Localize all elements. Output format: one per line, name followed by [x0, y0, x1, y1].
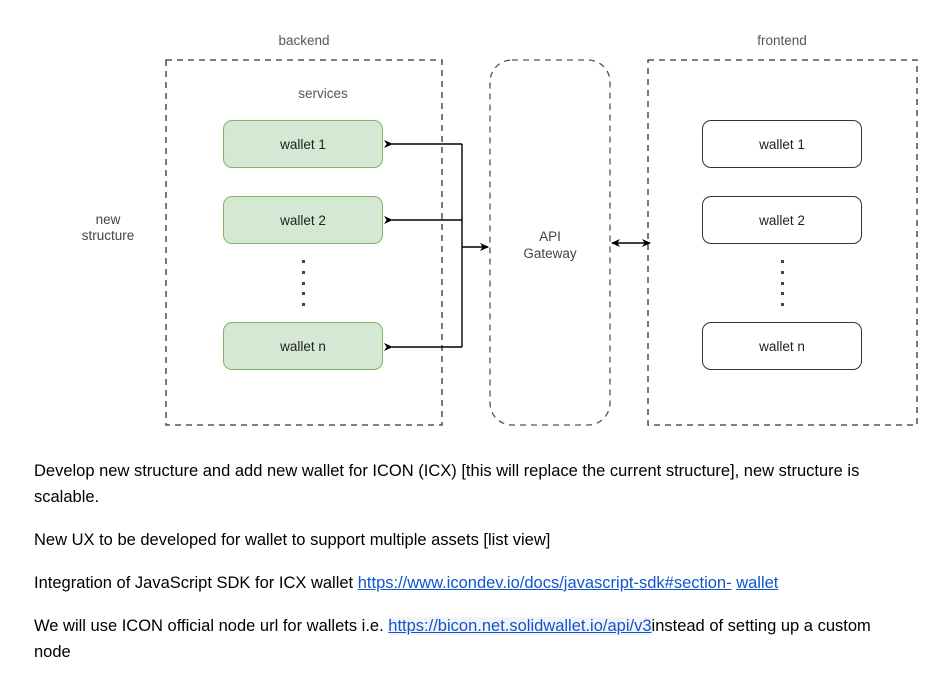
- backend-service-wallet-n[interactable]: wallet n: [223, 322, 383, 370]
- frontend-wallets-ellipsis: [780, 260, 784, 306]
- note-paragraph-1: Develop new structure and add new wallet…: [34, 462, 860, 506]
- backend-service-wallet-2-label: wallet 2: [280, 212, 326, 228]
- diagram-canvas: [165, 59, 918, 426]
- backend-zone-border: [165, 59, 443, 426]
- icon-node-url-link[interactable]: https://bicon.net.solidwallet.io/api/v3: [388, 617, 652, 635]
- note-paragraph-2: New UX to be developed for wallet to sup…: [34, 531, 551, 549]
- services-label: services: [298, 86, 348, 101]
- notes-section: Develop new structure and add new wallet…: [34, 458, 902, 665]
- api-gateway-label: API Gateway: [523, 229, 577, 261]
- frontend-wallet-1[interactable]: wallet 1: [702, 120, 862, 168]
- note-paragraph-4: We will use ICON official node url for w…: [34, 613, 902, 665]
- javascript-sdk-wallet-link[interactable]: wallet: [736, 574, 779, 592]
- javascript-sdk-link[interactable]: https://www.icondev.io/docs/javascript-s…: [357, 574, 732, 592]
- architecture-diagram: new structure backend frontend services …: [81, 33, 918, 426]
- backend-service-wallet-2[interactable]: wallet 2: [223, 196, 383, 244]
- backend-services-ellipsis: [301, 260, 305, 306]
- frontend-wallet-n-label: wallet n: [759, 338, 805, 354]
- frontend-wallet-1-label: wallet 1: [759, 136, 805, 152]
- frontend-wallet-n[interactable]: wallet n: [702, 322, 862, 370]
- gateway-zone-border: [489, 59, 611, 426]
- backend-service-wallet-1-label: wallet 1: [280, 136, 326, 152]
- note-paragraph-4-suffix: instead of setting up a custom node: [34, 617, 871, 661]
- new-structure-label: new structure: [81, 212, 135, 243]
- frontend-wallet-2[interactable]: wallet 2: [702, 196, 862, 244]
- frontend-zone-label: frontend: [757, 33, 807, 48]
- service-bus-connector: [384, 140, 489, 351]
- backend-zone-label: backend: [278, 33, 330, 48]
- note-paragraph-4-prefix: We will use ICON official node url for w…: [34, 617, 389, 635]
- backend-service-wallet-1[interactable]: wallet 1: [223, 120, 383, 168]
- frontend-zone-border: [647, 59, 918, 426]
- note-paragraph-3: Integration of JavaScript SDK for ICX wa…: [34, 570, 902, 596]
- backend-service-wallet-n-label: wallet n: [280, 338, 326, 354]
- note-paragraph-3-prefix: Integration of JavaScript SDK for ICX wa…: [34, 574, 358, 592]
- frontend-wallet-2-label: wallet 2: [759, 212, 805, 228]
